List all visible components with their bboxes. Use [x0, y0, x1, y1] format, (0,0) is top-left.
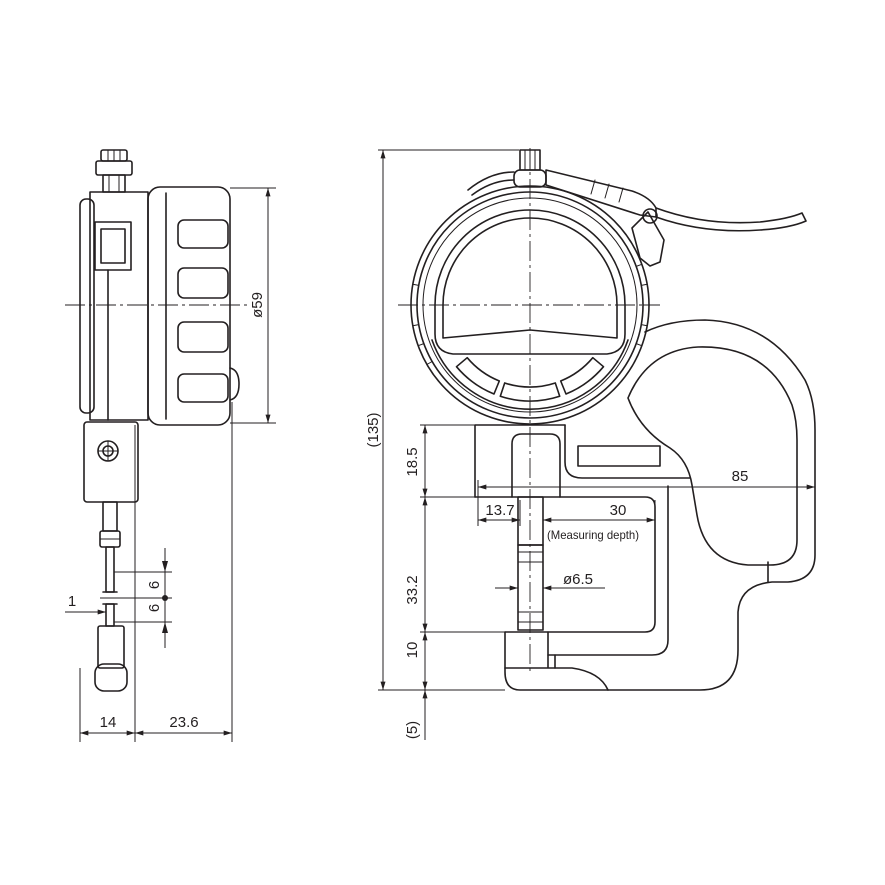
- front-spindle: [517, 496, 544, 631]
- throat-inner-contour: [474, 496, 656, 633]
- bezel-grip-3: [177, 321, 229, 353]
- front-dimensions: (135) 18.5 33.2 10 (5) 13.7 30 (Measurin…: [365, 149, 816, 740]
- overall-height-label: (135): [365, 412, 382, 447]
- side-view: ø59 6 6 1 14 23.6: [65, 149, 276, 742]
- front-view: (135) 18.5 33.2 10 (5) 13.7 30 (Measurin…: [365, 148, 816, 740]
- spindle-rings: [517, 551, 544, 623]
- depth-note: (Measuring depth): [547, 528, 639, 542]
- side-lever-clamp: [95, 149, 133, 193]
- side-anvil: [94, 603, 128, 692]
- back-plate: [79, 198, 95, 414]
- lever-ridges: [590, 179, 624, 203]
- nameplate-recess: [564, 424, 691, 479]
- height-mid-label: 33.2: [404, 575, 421, 604]
- clamp-neck-lines: [108, 174, 120, 193]
- side-knob: [229, 367, 240, 401]
- side-spindle: [99, 501, 121, 593]
- lever-strap-outer: [467, 171, 515, 191]
- bezel-grip-1: [177, 219, 229, 249]
- upper-gap-label: 6: [146, 581, 163, 589]
- lever-bracket-inner: [100, 228, 126, 264]
- spindle-upper: [102, 501, 118, 532]
- gap-arrow-upper: [162, 561, 168, 572]
- left-button: [455, 356, 501, 395]
- lifting-lever: [467, 169, 807, 267]
- bezel-grip-2: [177, 267, 229, 299]
- side-dial-bezel: [147, 186, 240, 426]
- width-right-label: 23.6: [169, 714, 198, 731]
- frame-inner-loop: [627, 346, 798, 566]
- nameplate: [577, 445, 661, 467]
- height-base-label: (5): [404, 721, 421, 739]
- gap-center-dot: [162, 595, 168, 601]
- right-button: [559, 356, 605, 395]
- bezel-grip-4: [177, 373, 229, 403]
- lever-arm: [655, 207, 807, 232]
- gap-arrow-lower: [162, 622, 168, 633]
- height-extension-lines: [378, 149, 519, 691]
- clamp-knurl: [107, 149, 121, 162]
- lcd-screen: [442, 217, 618, 339]
- center-button: [499, 382, 561, 402]
- bezel-profile: [147, 186, 231, 426]
- gap-extension-lines: [100, 571, 172, 623]
- depth-label: 30: [610, 502, 627, 519]
- width-left-label: 14: [100, 714, 117, 731]
- side-body: [79, 191, 149, 421]
- height-top-label: 18.5: [404, 447, 421, 476]
- diameter-label: ø59: [249, 292, 266, 318]
- spindle-sleeve: [517, 544, 544, 631]
- width-label: 85: [732, 468, 749, 485]
- front-frame: [474, 319, 816, 691]
- spindle-shaft: [517, 496, 544, 546]
- housing-left-edge: [474, 424, 566, 498]
- height-bottom-label: 10: [404, 642, 421, 659]
- side-stem: [83, 421, 139, 503]
- spindle-diameter-label: ø6.5: [563, 571, 593, 588]
- width-extension-lines: [79, 402, 233, 742]
- clamp-neck: [102, 174, 126, 193]
- anvil-block: [97, 625, 125, 669]
- anvil-neck: [105, 603, 115, 627]
- lever-body: [545, 169, 657, 218]
- case-body: [89, 191, 149, 421]
- lever-strap-inner: [471, 179, 515, 196]
- anvil-foot: [94, 663, 128, 692]
- spindle-guide: [511, 433, 561, 498]
- frame-outer-contour: [504, 319, 816, 691]
- lower-gap-label: 6: [146, 604, 163, 612]
- frame-ticks: [554, 561, 769, 669]
- depth-extension-lines: [477, 480, 816, 526]
- anvil-body: [504, 631, 609, 691]
- lever-bracket: [94, 221, 132, 271]
- lever-pivot-bracket: [631, 211, 665, 267]
- throat-outer-wall: [547, 485, 669, 656]
- spindle-offset-label: 13.7: [485, 502, 514, 519]
- side-dimensions: ø59 6 6 1 14 23.6: [65, 187, 276, 742]
- offset-label: 1: [68, 593, 76, 610]
- display-window: [434, 209, 626, 355]
- stem-block: [83, 421, 139, 503]
- stem-screw-cross: [97, 440, 119, 462]
- clamp-head: [95, 160, 133, 176]
- lever-pivot-pin: [642, 208, 658, 224]
- spindle-lower: [105, 546, 115, 593]
